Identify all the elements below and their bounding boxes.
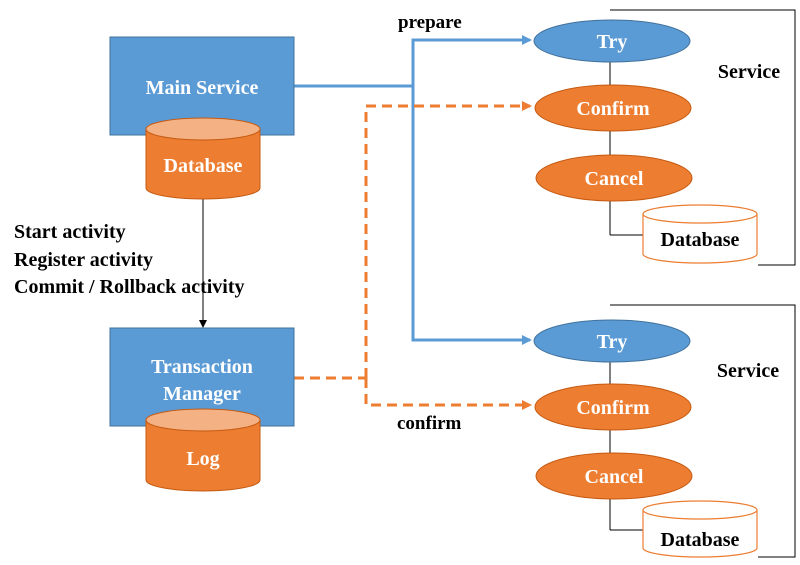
try-ellipse	[533, 319, 691, 363]
prepare-label: prepare	[398, 12, 462, 33]
transaction-manager-label-line1: Transaction	[151, 356, 253, 378]
service-database: Database	[642, 500, 758, 558]
confirm-label: confirm	[397, 413, 462, 434]
prepare-line-main	[294, 35, 532, 88]
service-frame-top	[610, 9, 796, 266]
service-database: Database	[642, 204, 758, 264]
main-database-top	[145, 117, 261, 141]
prepare-line-second	[411, 86, 532, 345]
log-database-body	[145, 419, 261, 492]
main-service-label: Main Service	[146, 77, 259, 99]
confirm-ellipse-label: Confirm	[576, 397, 650, 419]
connectors	[199, 9, 796, 558]
cancel-ellipse-label: Cancel	[585, 168, 644, 190]
main-database-body	[145, 128, 261, 200]
service-database-label: Database	[661, 529, 740, 551]
service-label: Service	[717, 360, 779, 382]
log-database-label: Log	[186, 448, 219, 470]
confirm-ellipse-label: Confirm	[576, 98, 650, 120]
log-database-top	[145, 408, 261, 432]
try-label: Try	[597, 31, 628, 53]
service-bottom: Try Confirm Cancel Service Database	[533, 319, 779, 558]
service-frame-bottom	[610, 304, 796, 558]
cancel-ellipse-label: Cancel	[585, 466, 644, 488]
service-label: Service	[718, 61, 780, 83]
confirm-line-bottom	[364, 378, 532, 410]
activity-start: Start activity	[14, 221, 126, 243]
confirm-ellipse	[534, 84, 692, 132]
transaction-manager-label-line2: Manager	[163, 383, 241, 405]
try-label: Try	[597, 331, 628, 353]
cancel-ellipse	[535, 452, 693, 500]
log-database: Log	[145, 408, 261, 492]
cancel-ellipse	[535, 154, 693, 202]
main-database: Database	[145, 117, 261, 200]
service-top: Try Confirm Cancel Service Database	[533, 19, 780, 264]
try-ellipse	[533, 19, 691, 63]
confirm-ellipse	[534, 383, 692, 431]
confirm-line-top	[364, 101, 532, 378]
main-database-label: Database	[164, 155, 243, 177]
activity-register: Register activity	[14, 249, 153, 271]
activity-commit-rollback: Commit / Rollback activity	[14, 276, 245, 298]
activities-list: Start activity Register activity Commit …	[14, 221, 245, 298]
service-database-label: Database	[661, 229, 740, 251]
